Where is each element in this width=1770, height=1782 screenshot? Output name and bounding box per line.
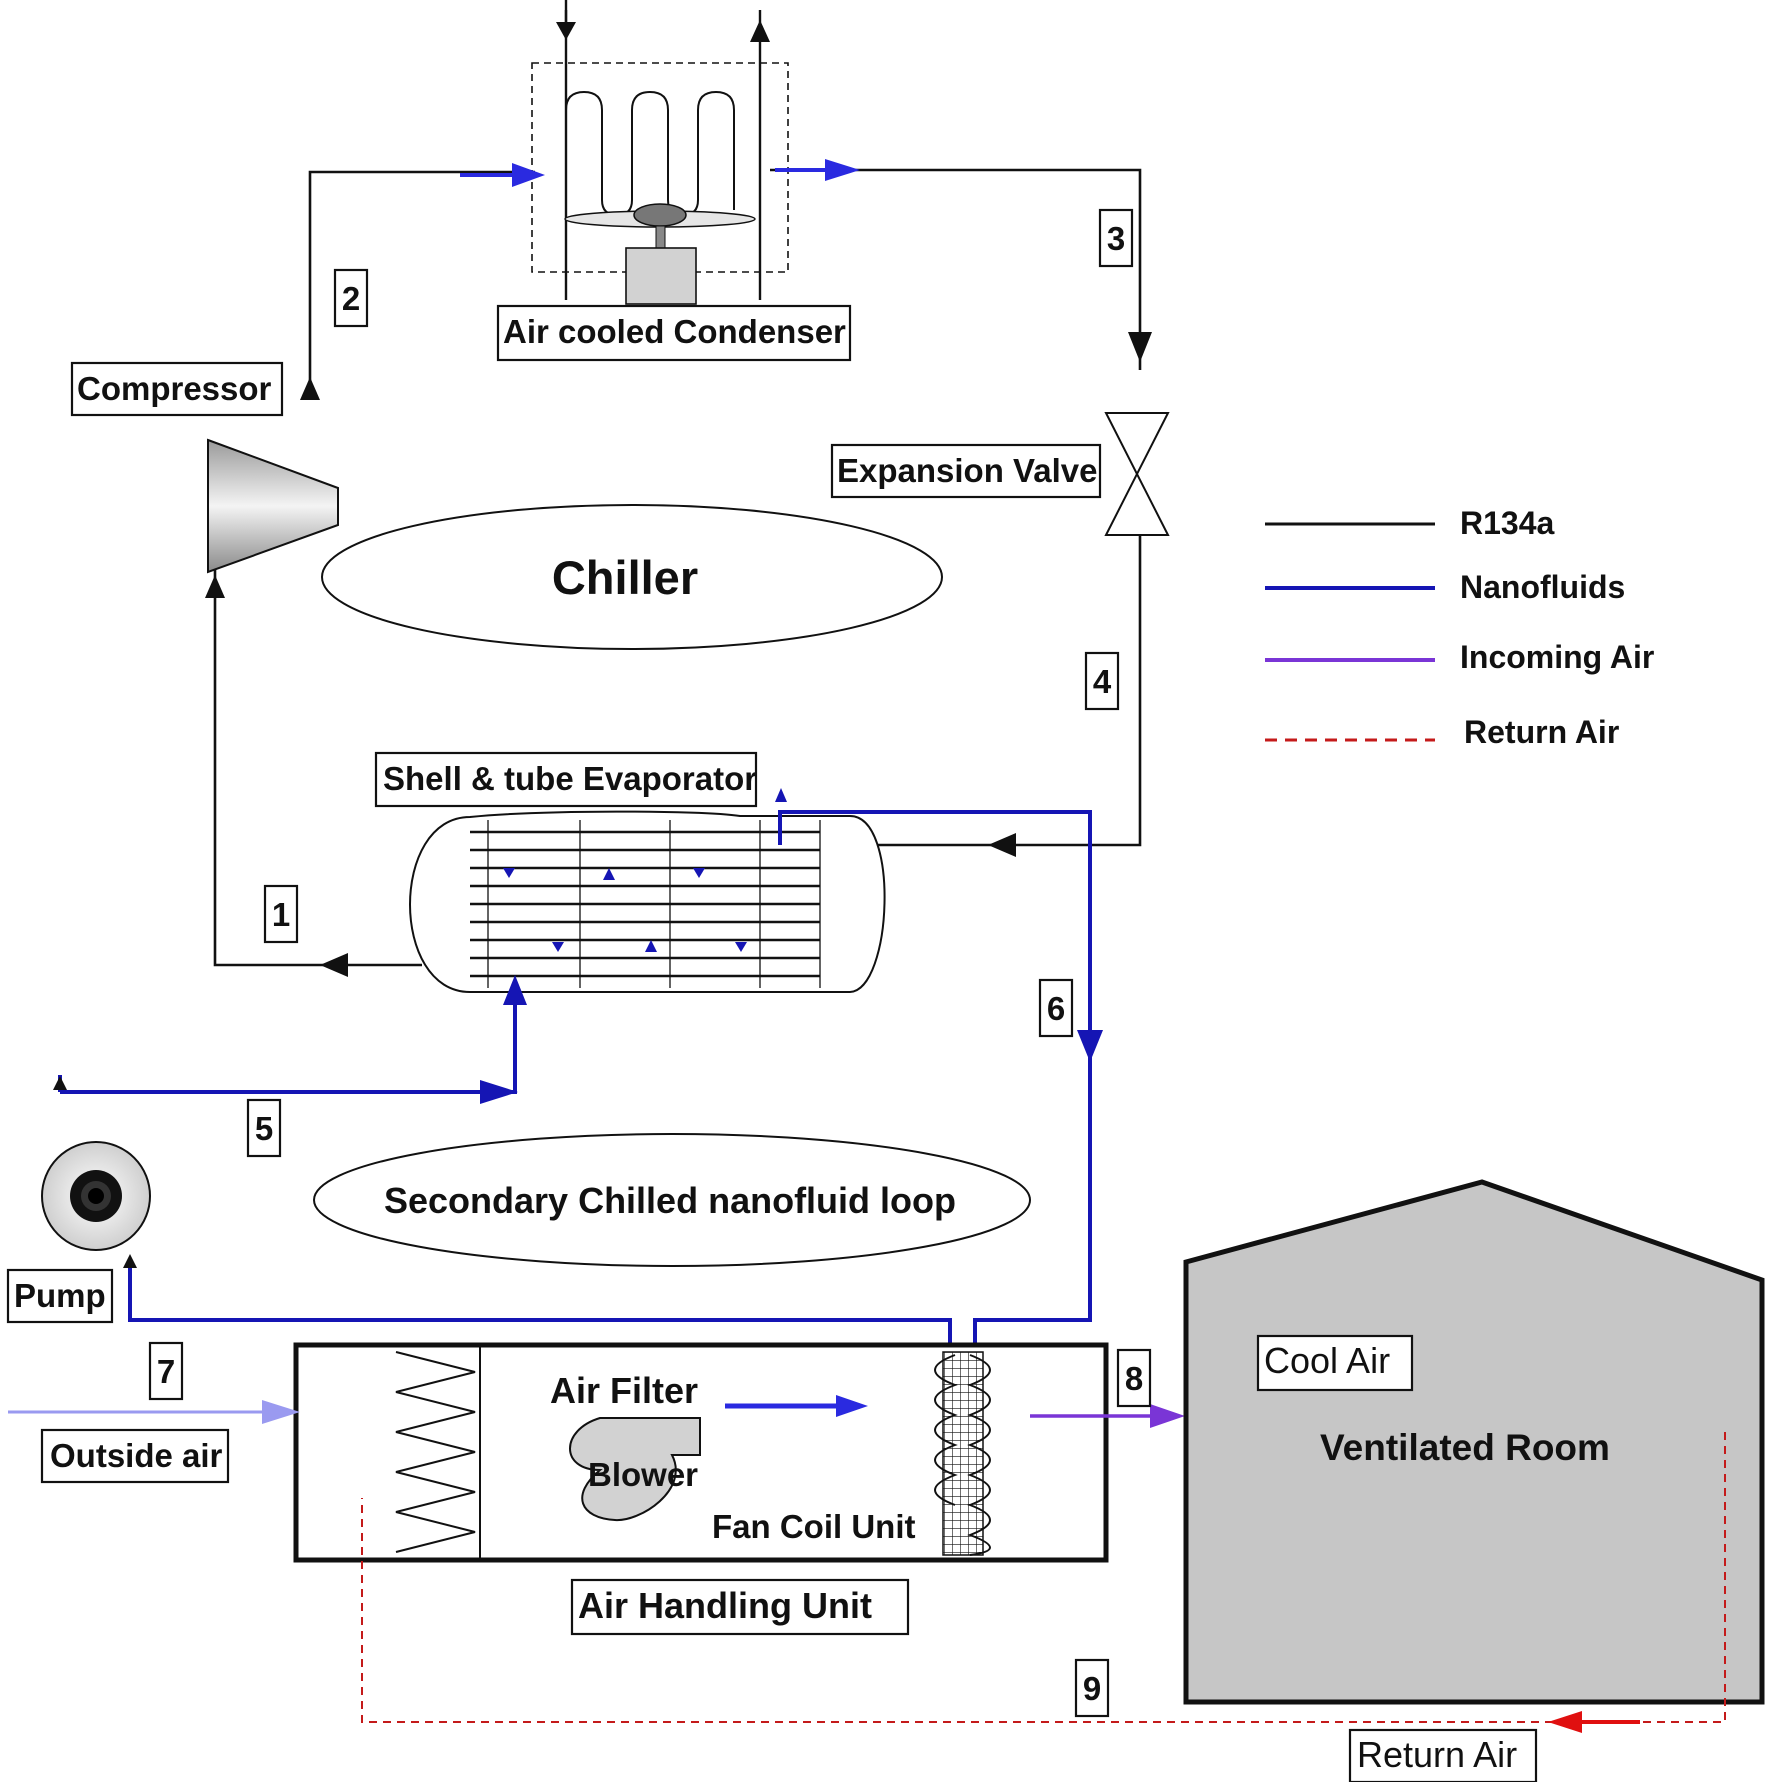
refrigerant-blue-arrows (460, 159, 860, 187)
evaporator-label: Shell & tube Evaporator (383, 760, 757, 797)
return-air-line (361, 1432, 1726, 1733)
legend-label-r134a: R134a (1460, 505, 1555, 541)
state-point-7: 7 (157, 1353, 175, 1390)
compressor-label: Compressor (77, 370, 272, 407)
air-filter-label: Air Filter (550, 1370, 698, 1411)
state-point-1: 1 (272, 896, 290, 933)
outside-air-label: Outside air (50, 1437, 223, 1474)
legend-label-return-air: Return Air (1464, 714, 1619, 750)
chiller-label: Chiller (552, 551, 698, 604)
secondary-loop-label: Secondary Chilled nanofluid loop (384, 1180, 956, 1221)
r134a-line (213, 168, 1142, 967)
legend-label-nanofluids: Nanofluids (1460, 569, 1625, 605)
fan-coil-label: Fan Coil Unit (712, 1508, 915, 1545)
blower-shape (569, 1417, 701, 1522)
state-point-5: 5 (255, 1110, 273, 1147)
expansion-valve-shape (1104, 412, 1170, 536)
ventilated-room-shape (1183, 1179, 1765, 1705)
ahu-airflow-arrow (725, 1395, 868, 1417)
r134a-flow-arrows (205, 332, 1152, 977)
legend: R134a Nanofluids Incoming Air Return Air (1265, 505, 1654, 750)
shell-and-tube-evaporator (409, 810, 886, 993)
pump-label: Pump (14, 1277, 106, 1314)
compressor-shape (207, 438, 339, 574)
pump-shape (41, 1141, 151, 1251)
chiller-ellipse (321, 504, 943, 650)
return-air-label: Return Air (1357, 1734, 1517, 1775)
cool-air-label: Cool Air (1264, 1340, 1390, 1381)
secondary-loop-ellipse (313, 1133, 1031, 1267)
room-label: Ventilated Room (1320, 1427, 1610, 1468)
legend-item-return-air: Return Air (1265, 714, 1619, 750)
expansion-valve-label: Expansion Valve (837, 452, 1097, 489)
nanofluid-flow-arrows (53, 788, 1103, 1268)
state-point-2: 2 (342, 280, 360, 317)
state-point-6: 6 (1047, 990, 1065, 1027)
air-cooled-condenser (531, 10, 789, 305)
condenser-label: Air cooled Condenser (503, 313, 846, 350)
condenser-air-arrows (556, 0, 770, 42)
blower-label: Blower (588, 1456, 698, 1493)
state-point-3: 3 (1107, 220, 1125, 257)
ahu-label: Air Handling Unit (578, 1585, 872, 1626)
legend-item-incoming-air: Incoming Air (1265, 639, 1654, 675)
state-point-9: 9 (1083, 1670, 1101, 1707)
legend-item-r134a: R134a (1265, 505, 1555, 541)
legend-item-nanofluids: Nanofluids (1265, 569, 1625, 605)
state-point-4: 4 (1093, 663, 1112, 700)
legend-label-incoming-air: Incoming Air (1460, 639, 1654, 675)
state-point-8: 8 (1125, 1360, 1143, 1397)
fan-coil-unit-shape (934, 1351, 991, 1556)
